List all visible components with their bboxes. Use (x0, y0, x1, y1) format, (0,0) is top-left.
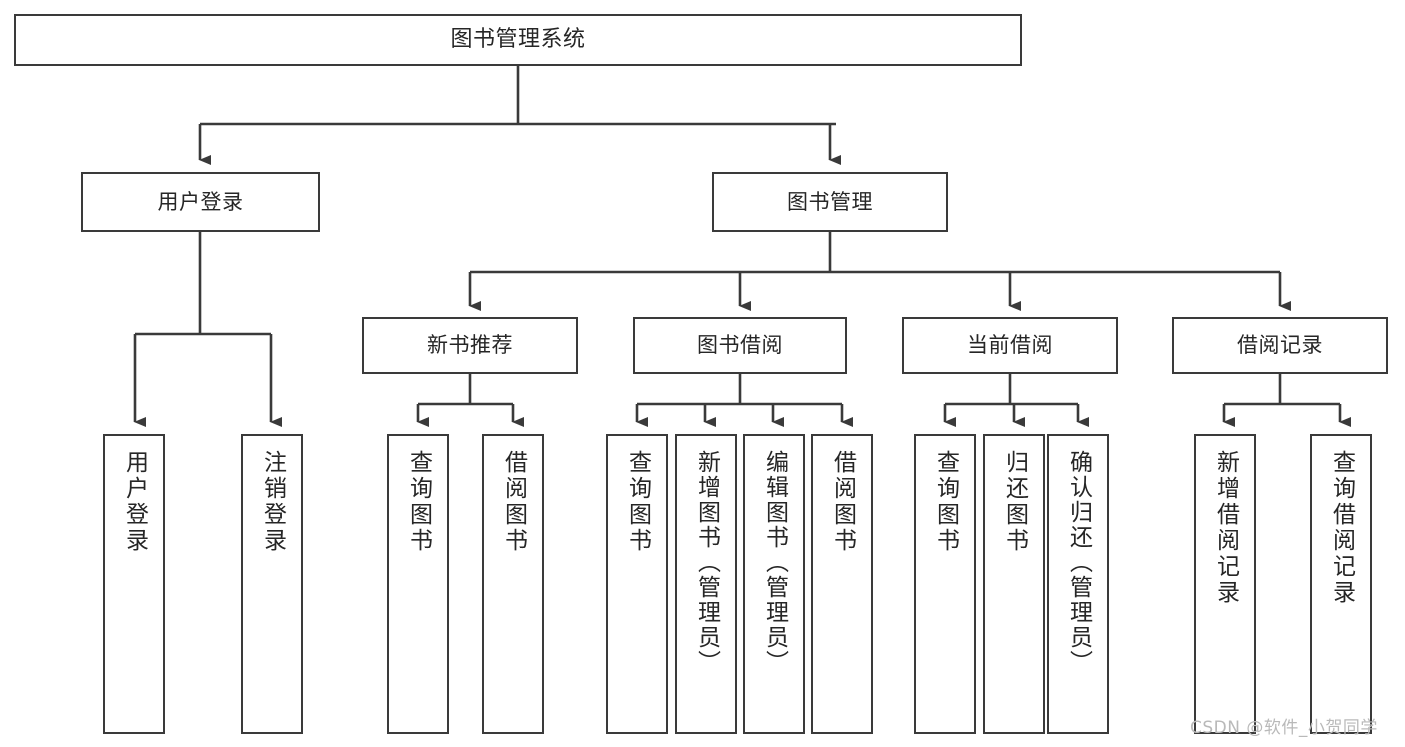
node-root-label: 图书管理系统 (450, 27, 586, 53)
node-borrow-record-label: 借阅记录 (1237, 333, 1323, 358)
leaf-recommend-borrow-book-label: 借阅图书 (500, 450, 527, 554)
node-book-borrow-label: 图书借阅 (697, 333, 783, 358)
node-new-book-recommend[interactable]: 新书推荐 (362, 317, 578, 374)
leaf-borrow-edit-book[interactable]: 编辑图书（管理员） (743, 434, 805, 734)
leaf-current-confirm-return[interactable]: 确认归还（管理员） (1047, 434, 1109, 734)
node-user-login-label: 用户登录 (157, 189, 244, 214)
leaf-recommend-borrow-book[interactable]: 借阅图书 (482, 434, 544, 734)
node-root[interactable]: 图书管理系统 (14, 14, 1022, 66)
leaf-borrow-borrow-book-label: 借阅图书 (829, 450, 856, 554)
leaf-record-add-record-label: 新增借阅记录 (1212, 450, 1239, 606)
leaf-borrow-add-book-label: 新增图书（管理员） (693, 450, 720, 675)
node-user-login[interactable]: 用户登录 (81, 172, 320, 232)
node-borrow-record[interactable]: 借阅记录 (1172, 317, 1388, 374)
node-new-book-recommend-label: 新书推荐 (427, 333, 513, 358)
leaf-record-query-record-label: 查询借阅记录 (1328, 450, 1355, 606)
leaf-current-return-book[interactable]: 归还图书 (983, 434, 1045, 734)
leaf-borrow-add-book[interactable]: 新增图书（管理员） (675, 434, 737, 734)
leaf-recommend-query-book-label: 查询图书 (405, 450, 432, 554)
leaf-borrow-edit-book-label: 编辑图书（管理员） (761, 450, 788, 675)
leaf-current-query-book[interactable]: 查询图书 (914, 434, 976, 734)
node-book-management-label: 图书管理 (787, 189, 873, 214)
leaf-borrow-query-book[interactable]: 查询图书 (606, 434, 668, 734)
leaf-record-query-record[interactable]: 查询借阅记录 (1310, 434, 1372, 734)
leaf-current-return-book-label: 归还图书 (1001, 450, 1028, 554)
leaf-user-login-label: 用户登录 (121, 450, 148, 554)
leaf-record-add-record[interactable]: 新增借阅记录 (1194, 434, 1256, 734)
node-current-borrow-label: 当前借阅 (967, 333, 1053, 358)
leaf-recommend-query-book[interactable]: 查询图书 (387, 434, 449, 734)
leaf-user-login[interactable]: 用户登录 (103, 434, 165, 734)
leaf-current-confirm-return-label: 确认归还（管理员） (1065, 450, 1092, 675)
leaf-user-logout-label: 注销登录 (259, 450, 286, 554)
leaf-borrow-query-book-label: 查询图书 (624, 450, 651, 554)
leaf-user-logout[interactable]: 注销登录 (241, 434, 303, 734)
node-book-borrow[interactable]: 图书借阅 (633, 317, 847, 374)
watermark: CSDN @软件_小贺同学 (1190, 718, 1378, 738)
leaf-current-query-book-label: 查询图书 (932, 450, 959, 554)
node-book-management[interactable]: 图书管理 (712, 172, 948, 232)
leaf-borrow-borrow-book[interactable]: 借阅图书 (811, 434, 873, 734)
node-current-borrow[interactable]: 当前借阅 (902, 317, 1118, 374)
